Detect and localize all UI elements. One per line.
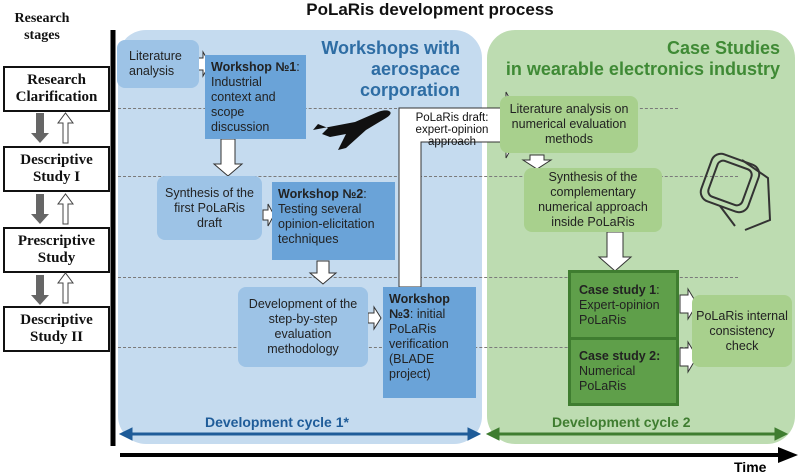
cycle-2-arrow <box>485 427 789 441</box>
draft-arrow-label: PoLaRis draft: expert-opinion approach <box>415 112 489 148</box>
development-cycle-1-label: Development cycle 1* <box>205 414 349 430</box>
time-axis-arrow <box>120 447 798 463</box>
case-study-1-title: Case study 1 <box>579 282 657 297</box>
workshop-1-text: : Industrial context and scope discussio… <box>211 60 300 134</box>
stage-divider <box>118 277 738 278</box>
heading-line: Case Studies <box>666 38 780 58</box>
heading-line: aerospace <box>370 59 460 79</box>
smartwatch-icon <box>699 152 772 231</box>
box-case-study-1: Case study 1: Expert-opinion PoLaRis <box>568 270 679 340</box>
heading-line: corporation <box>359 80 460 100</box>
case-studies-heading: Case Studies in wearable electronics ind… <box>480 38 780 80</box>
box-development-methodology: Development of the step-by-step evaluati… <box>238 287 368 367</box>
stage-research-clarification: Research Clarification <box>3 66 110 112</box>
time-label: Time <box>734 459 767 475</box>
box-synthesis-first-draft: Synthesis of the first PoLaRis draft <box>157 176 262 240</box>
box-literature-analysis: Literature analysis <box>117 40 199 88</box>
box-workshop-1: Workshop №1: Industrial context and scop… <box>205 55 306 139</box>
box-workshop-3: Workshop №3: initial PoLaRis verificatio… <box>383 287 476 398</box>
stage-divider <box>118 108 678 109</box>
airplane-icon <box>313 110 391 150</box>
development-cycle-2-label: Development cycle 2 <box>552 414 691 430</box>
case-study-2-text: Numerical PoLaRis <box>579 364 636 393</box>
box-workshop-2: Workshop №2: Testing several opinion-eli… <box>272 182 395 260</box>
box-literature-numerical: Literature analysis on numerical evaluat… <box>500 96 638 153</box>
stage-descriptive-study-2: Descriptive Study II <box>3 306 110 352</box>
case-study-2-title: Case study 2: <box>579 349 661 363</box>
workshop-3-title: Workshop №3 <box>389 292 450 321</box>
stage-down-arrows <box>31 113 49 305</box>
workshops-heading: Workshops with aerospace corporation <box>300 38 460 101</box>
stage-descriptive-study-1: Descriptive Study I <box>3 146 110 192</box>
heading-line: in wearable electronics industry <box>505 59 780 79</box>
flow-arrows <box>197 50 698 374</box>
stage-divider <box>118 176 738 177</box>
stage-up-arrows <box>57 112 74 304</box>
stages-header: Research stages <box>14 11 70 43</box>
workshop-3-text: : initial PoLaRis verification (BLADE pr… <box>389 307 449 381</box>
stage-prescriptive-study: Prescriptive Study <box>3 227 110 273</box>
box-consistency-check: PoLaRis internal consistency check <box>692 295 792 367</box>
workshop-1-title: Workshop №1 <box>211 60 297 74</box>
workshop-2-text: : Testing several opinion-elicitation te… <box>278 187 375 246</box>
heading-line: Workshops with <box>321 38 460 58</box>
diagram-title: PoLaRis development process <box>306 0 554 19</box>
workshop-2-title: Workshop №2 <box>278 187 364 201</box>
box-synthesis-numerical: Synthesis of the complementary numerical… <box>524 168 662 232</box>
cycle-1-arrow <box>118 427 482 441</box>
box-case-study-2: Case study 2: Numerical PoLaRis <box>568 337 679 406</box>
case-study-1-text: : Expert-opinion PoLaRis <box>579 282 660 327</box>
